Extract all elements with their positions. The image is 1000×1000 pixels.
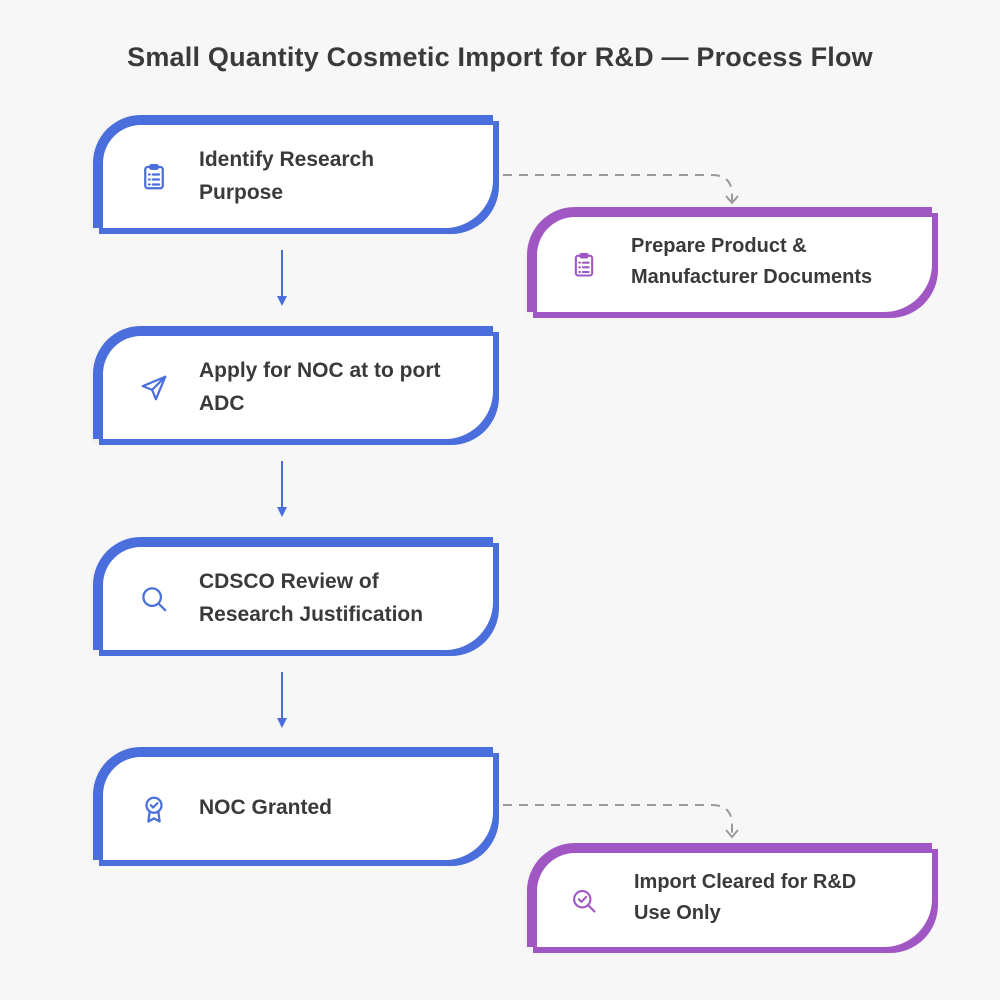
branch-connector-1: [503, 174, 739, 205]
side-step-card-prepare-documents: Prepare Product & Manufacturer Documents: [527, 207, 932, 312]
step-label: CDSCO Review of Research Justification: [199, 570, 424, 626]
send-icon: [141, 375, 167, 401]
award-badge-icon: [145, 796, 163, 823]
search-check-icon: [573, 890, 596, 913]
branch-connector-2: [503, 804, 739, 839]
side-step-label: Import Cleared for R&D Use Only: [634, 871, 857, 924]
step-card-identify-research-purpose: Identify Research Purpose: [93, 115, 493, 228]
step-card-noc-granted: NOC Granted: [93, 747, 493, 860]
step-card-cdsco-review: CDSCO Review of Research Justification: [93, 537, 493, 650]
step-label: Apply for NOC at to port ADC: [199, 359, 441, 415]
search-icon: [142, 587, 167, 612]
step-card-apply-for-noc: Apply for NOC at to port ADC: [93, 326, 493, 439]
clipboard-list-icon: [144, 164, 164, 190]
side-step-label: Prepare Product & Manufacturer Documents: [631, 235, 873, 288]
main-flow-arrow-2: [277, 461, 287, 517]
main-flow-arrow-3: [277, 672, 287, 728]
step-label: NOC Granted: [199, 796, 333, 819]
clipboard-list-icon: [574, 252, 594, 277]
side-step-card-import-cleared: Import Cleared for R&D Use Only: [527, 843, 932, 947]
step-label: Identify Research Purpose: [199, 148, 375, 204]
diagram-title: Small Quantity Cosmetic Import for R&D —…: [127, 42, 873, 72]
main-flow-arrow-1: [277, 250, 287, 306]
